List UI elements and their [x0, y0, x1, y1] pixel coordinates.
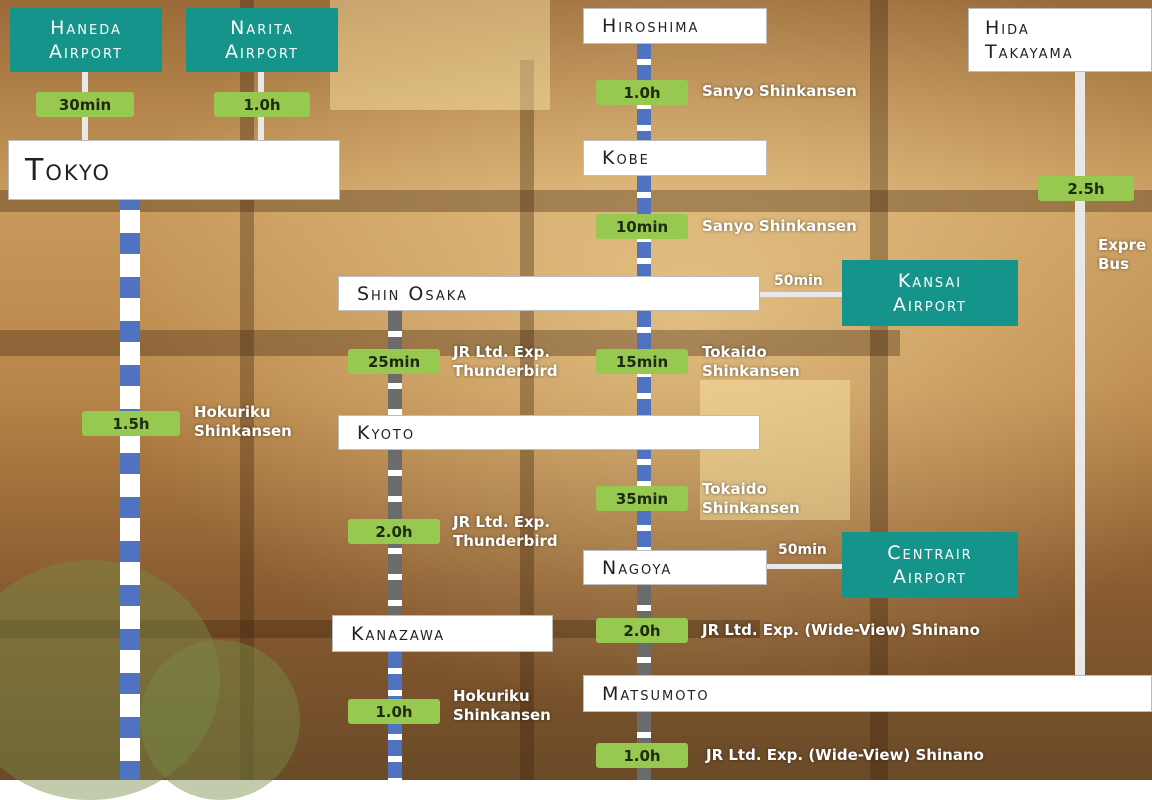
bg-beam [870, 0, 888, 780]
line-label-shinosaka-nagoya: Tokaido Shinkansen [702, 343, 800, 381]
line-label-hiroshima-kobe: Sanyo Shinkansen [702, 82, 857, 100]
station-nagoya[interactable]: Nagoya [583, 550, 767, 585]
line-label-tokyo-kanazawa-1: Hokuriku [194, 403, 271, 421]
time-badge-kobe-shinosaka: 10min [596, 214, 688, 239]
time-label-shinosaka-kansai: 50min [774, 273, 823, 289]
station-kobe[interactable]: Kobe [583, 140, 767, 176]
station-kobe-label: Kobe [602, 147, 650, 169]
bg-window-light [700, 380, 850, 520]
line-label-tokyo-kanazawa-2: Shinkansen [194, 422, 292, 440]
line-label-kanazawa-south-2: Shinkansen [453, 706, 551, 724]
station-tokyo-label: Tokyo [25, 152, 112, 188]
line-label-kyoto-nagoya: Tokaido Shinkansen [702, 480, 800, 518]
station-shin-osaka[interactable]: Shin Osaka [338, 276, 760, 311]
time-badge-hida-matsumoto: 2.5h [1038, 176, 1134, 201]
airport-kansai[interactable]: Kansai Airport [842, 260, 1018, 326]
line-label-shinosaka-kyoto: JR Ltd. Exp. Thunderbird [453, 343, 558, 381]
time-badge-kyoto-kanazawa: 2.0h [348, 519, 440, 544]
line-label-tokyo-kanazawa: Hokuriku Shinkansen [194, 403, 292, 441]
station-kanazawa[interactable]: Kanazawa [332, 615, 553, 652]
line-label-kobe-shinosaka: Sanyo Shinkansen [702, 217, 857, 235]
time-badge-tokyo-kanazawa: 1.5h [82, 411, 180, 436]
line-label-matsumoto-south: JR Ltd. Exp. (Wide-View) Shinano [706, 746, 984, 764]
line-label-kanazawa-south: Hokuriku Shinkansen [453, 687, 551, 725]
bg-foliage [140, 640, 300, 800]
time-badge-kyoto-nagoya: 35min [596, 486, 688, 511]
time-badge-narita-tokyo: 1.0h [214, 92, 310, 117]
line-label-kyoto-kanazawa: JR Ltd. Exp. Thunderbird [453, 513, 558, 551]
line-label-kyoto-kanazawa-2: Thunderbird [453, 532, 558, 550]
route-line-nagoya-centrair [766, 564, 844, 569]
time-badge-matsumoto-south: 1.0h [596, 743, 688, 768]
line-label-hida-matsumoto-1: Expre [1098, 236, 1147, 254]
line-label-kyoto-kanazawa-1: JR Ltd. Exp. [453, 513, 551, 531]
line-label-kanazawa-south-1: Hokuriku [453, 687, 530, 705]
airport-kansai-line1: Kansai [897, 270, 963, 292]
bg-window-light [330, 0, 550, 110]
station-kyoto[interactable]: Kyoto [338, 415, 760, 450]
station-tokyo[interactable]: Tokyo [8, 140, 340, 200]
time-label-nagoya-centrair: 50min [778, 542, 827, 558]
airport-kansai-line2: Airport [893, 294, 967, 316]
time-badge-shinosaka-nagoya: 15min [596, 349, 688, 374]
station-matsumoto[interactable]: Matsumoto [583, 675, 1152, 712]
time-badge-kanazawa-south: 1.0h [348, 699, 440, 724]
route-line-express-bus [1075, 72, 1085, 675]
time-badge-shinosaka-kyoto: 25min [348, 349, 440, 374]
airport-haneda-line1: Haneda [50, 17, 122, 39]
station-matsumoto-label: Matsumoto [602, 682, 710, 705]
airport-centrair-line1: Centrair [887, 542, 973, 564]
route-line-hokuriku-shinkansen [120, 200, 140, 780]
line-label-shinosaka-kyoto-2: Thunderbird [453, 362, 558, 380]
time-badge-haneda-tokyo: 30min [36, 92, 134, 117]
line-label-shinosaka-nagoya-1: Tokaido [702, 343, 767, 361]
line-label-hida-matsumoto: Expre Bus [1098, 236, 1146, 274]
line-label-shinosaka-kyoto-1: JR Ltd. Exp. [453, 343, 551, 361]
station-kanazawa-label: Kanazawa [351, 622, 446, 645]
airport-narita-line2: Airport [225, 41, 299, 63]
time-badge-hiroshima-kobe: 1.0h [596, 80, 688, 105]
station-hida-takayama-line2: Takayama [985, 41, 1074, 63]
line-label-kyoto-nagoya-2: Shinkansen [702, 499, 800, 517]
station-hiroshima[interactable]: Hiroshima [583, 8, 767, 44]
route-line-shinosaka-kansai [760, 292, 844, 297]
airport-narita-line1: Narita [230, 17, 294, 39]
line-label-nagoya-matsumoto: JR Ltd. Exp. (Wide-View) Shinano [702, 621, 980, 639]
line-label-kyoto-nagoya-1: Tokaido [702, 480, 767, 498]
bg-foliage [0, 560, 220, 800]
station-hida-takayama-line1: Hida [985, 17, 1030, 39]
airport-haneda-line2: Airport [49, 41, 123, 63]
bg-beam [0, 330, 900, 356]
station-hiroshima-label: Hiroshima [602, 15, 700, 37]
station-hida-takayama[interactable]: Hida Takayama [968, 8, 1152, 72]
airport-centrair[interactable]: Centrair Airport [842, 532, 1018, 598]
station-shin-osaka-label: Shin Osaka [357, 282, 468, 305]
station-kyoto-label: Kyoto [357, 421, 416, 444]
time-badge-nagoya-matsumoto: 2.0h [596, 618, 688, 643]
line-label-shinosaka-nagoya-2: Shinkansen [702, 362, 800, 380]
airport-narita[interactable]: Narita Airport [186, 8, 338, 72]
airport-haneda[interactable]: Haneda Airport [10, 8, 162, 72]
station-nagoya-label: Nagoya [602, 556, 673, 579]
airport-centrair-line2: Airport [893, 566, 967, 588]
line-label-hida-matsumoto-2: Bus [1098, 255, 1130, 273]
